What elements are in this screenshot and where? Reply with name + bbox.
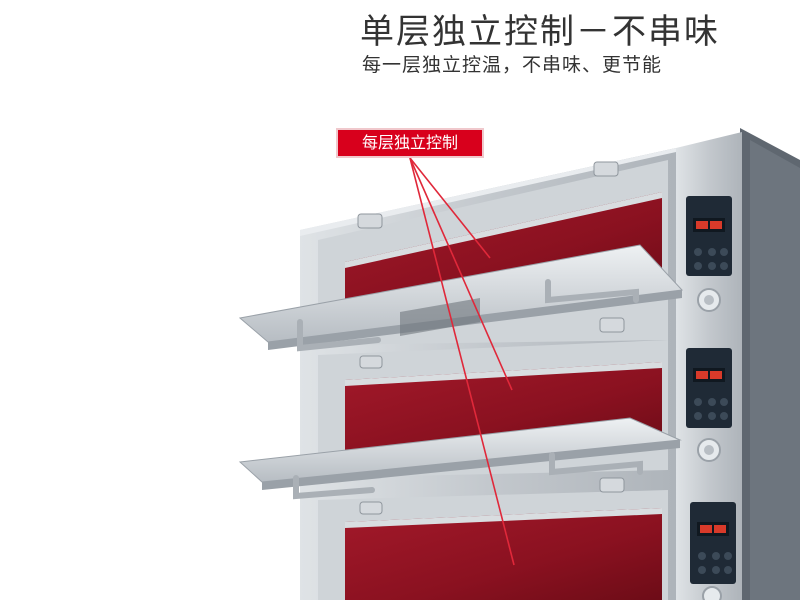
page-title: 单层独立控制－不串味 bbox=[360, 12, 720, 52]
deck-1-power-knob bbox=[697, 288, 721, 312]
page-subtitle: 每一层独立控温，不串味、更节能 bbox=[362, 54, 663, 76]
deck-3-glass bbox=[345, 508, 662, 600]
deck-3-control-panel bbox=[690, 502, 736, 584]
callout-pointer-lines bbox=[409, 157, 515, 566]
deck-2-open-door bbox=[238, 417, 682, 500]
deck-3 bbox=[318, 490, 668, 600]
oven-side-body bbox=[740, 128, 800, 600]
deck-1-door-handle bbox=[545, 279, 639, 304]
door-hinges bbox=[357, 161, 625, 515]
callout-label: 每层独立控制 bbox=[338, 130, 482, 156]
deck-3-power-knob bbox=[702, 586, 722, 600]
deck-2-control-panel bbox=[686, 348, 732, 428]
deck-2-door-handle bbox=[549, 452, 643, 476]
deck-2-power-knob bbox=[697, 438, 721, 462]
deck-1-control-panel bbox=[686, 196, 732, 276]
deck-1-open-door bbox=[238, 244, 684, 352]
